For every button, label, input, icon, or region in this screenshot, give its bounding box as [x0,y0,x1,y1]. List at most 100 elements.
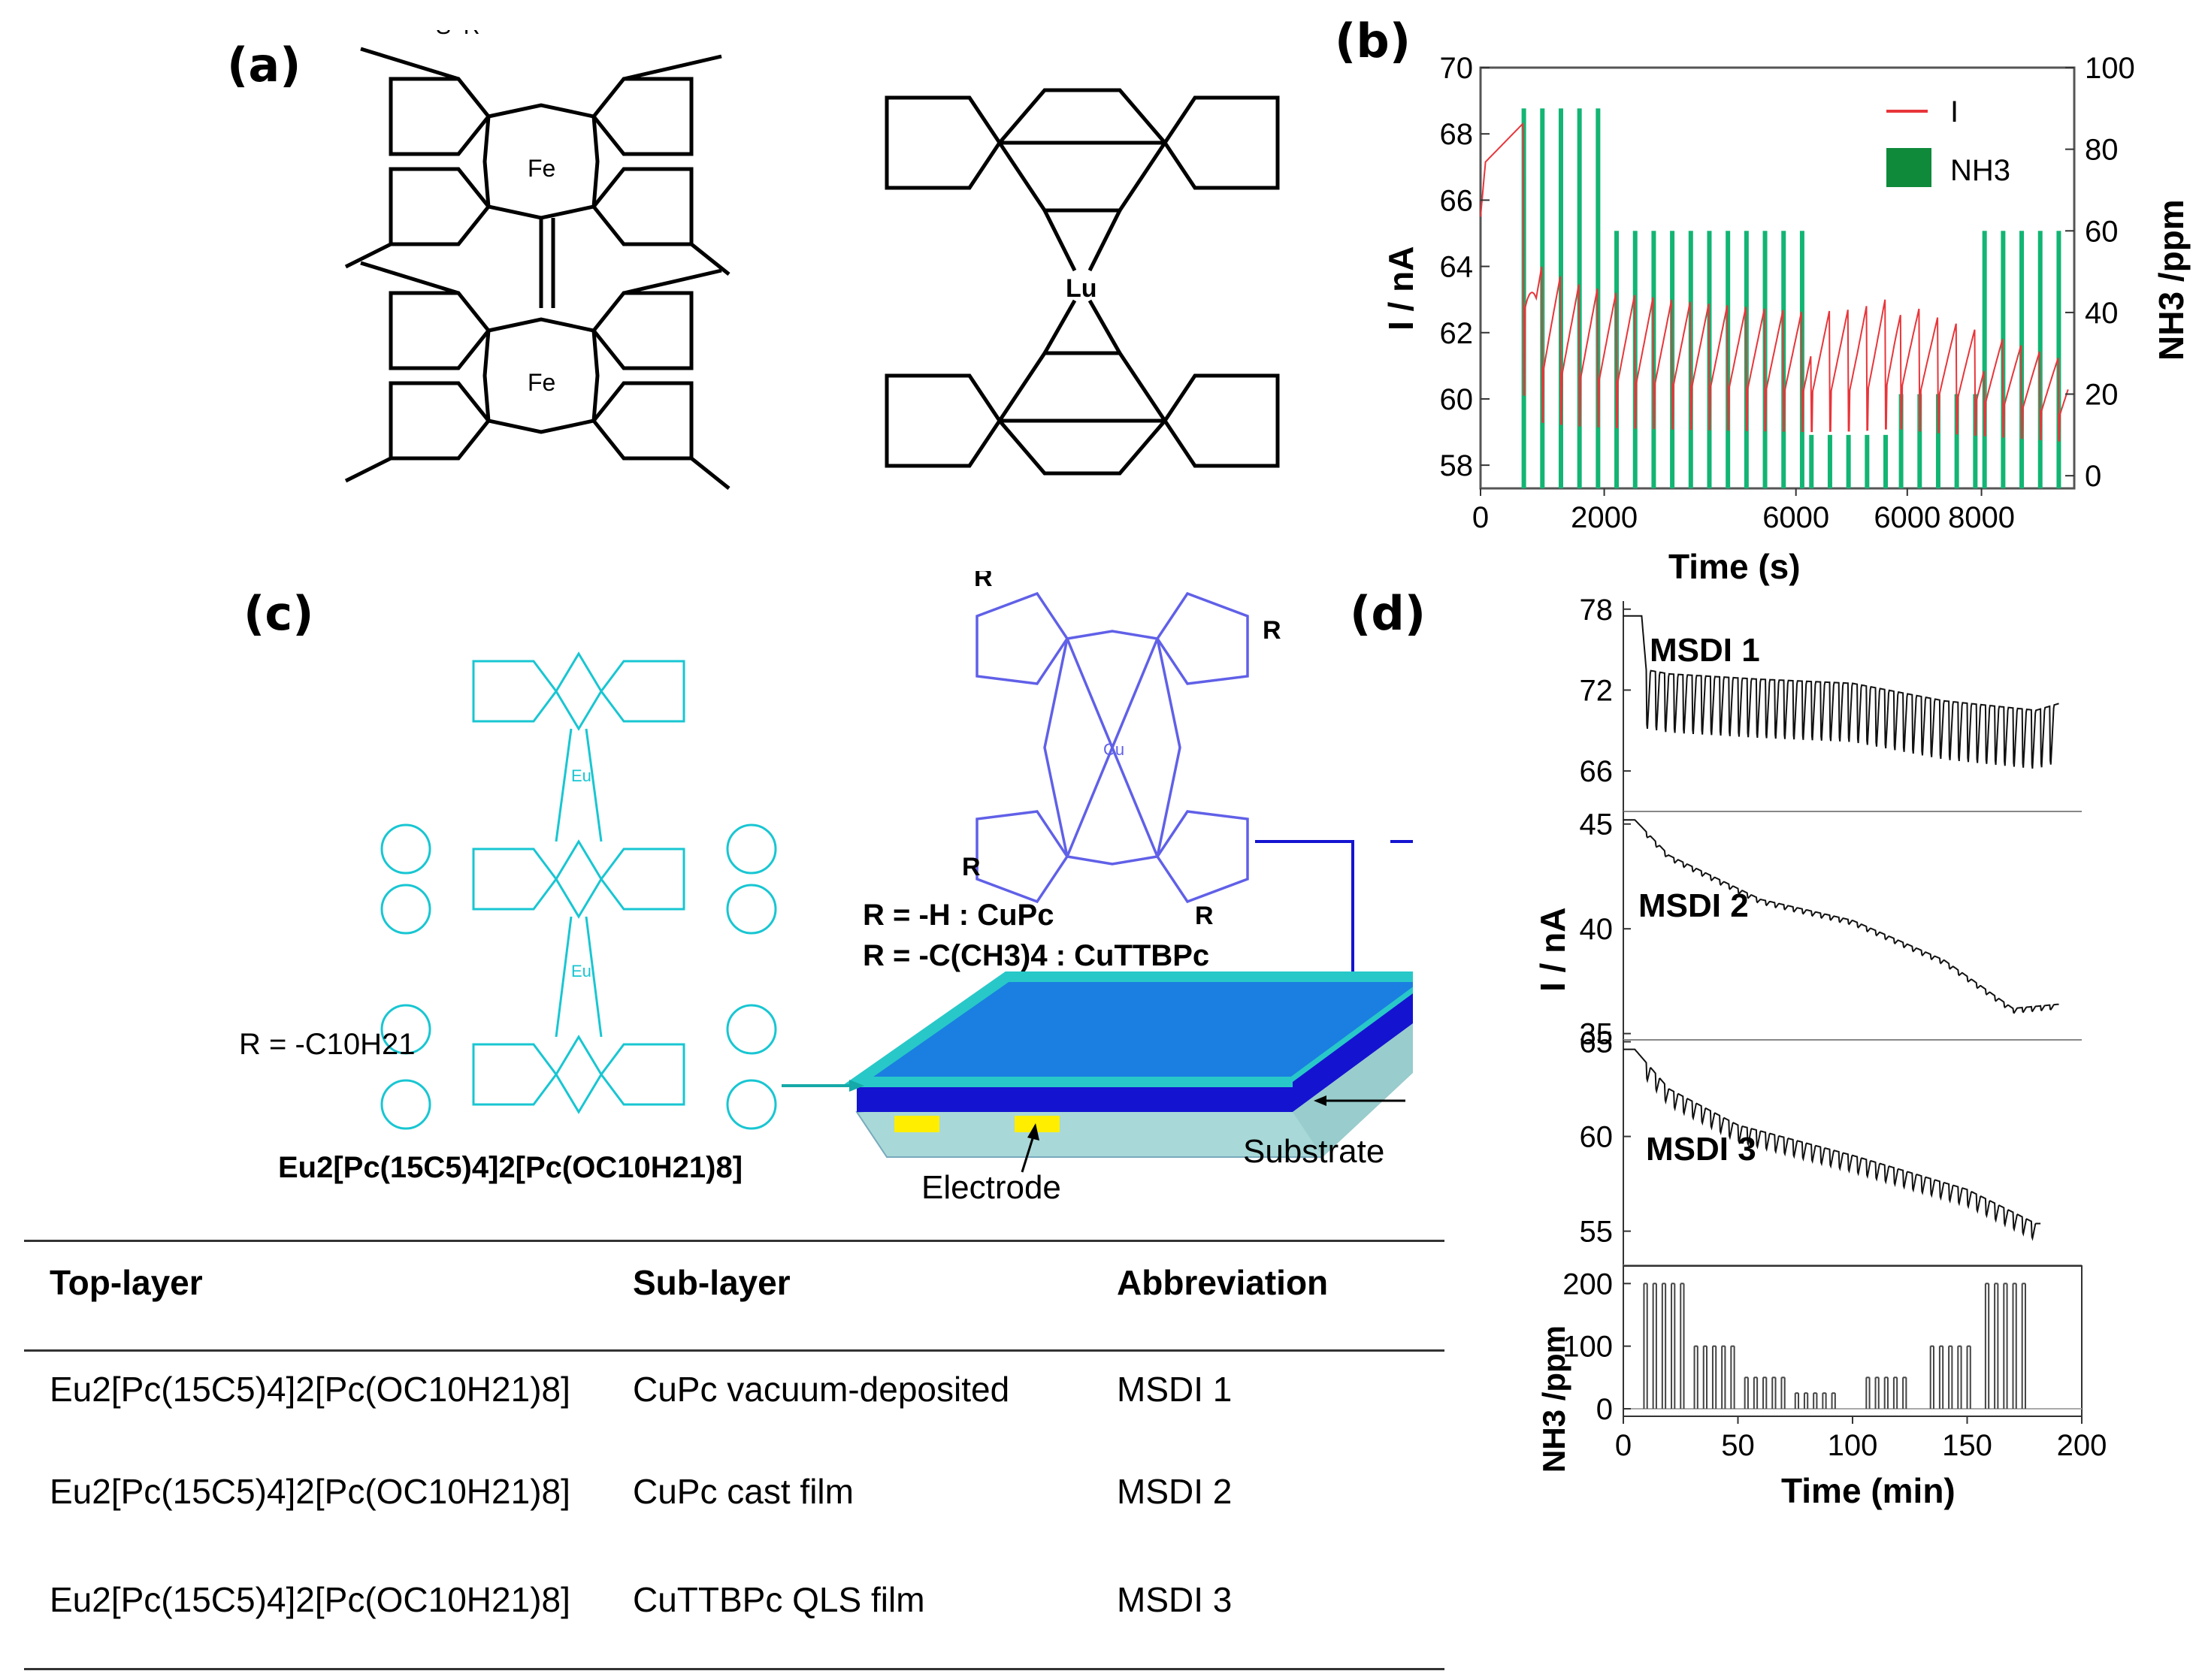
table-header-top-layer: Top-layer [50,1263,203,1302]
y-tick-label: 70 [1440,52,1474,85]
table-cell: MSDI 3 [1117,1580,1233,1619]
cupc-r-bottomleft: R [962,853,981,881]
chart-b-ylabel: I / nA [1381,246,1420,331]
legend-box-nh3 [1886,148,1931,187]
current-series-line [1480,122,2069,442]
y-tick-label: 62 [1440,317,1474,350]
panel-a-structures: Fe S–R Fe [344,30,1280,490]
y-tick-label: 45 [1580,808,1614,842]
fe-pc-bottom: Fe [344,261,730,490]
y-tick-label: 55 [1580,1216,1614,1249]
y-tick-label: 64 [1440,251,1474,284]
electrode-pad-2 [1015,1116,1060,1132]
table-header-abbreviation: Abbreviation [1117,1263,1329,1302]
y-tick-label: 66 [1580,755,1614,788]
subplot-label: MSDI 3 [1646,1131,1756,1168]
msdi-current-line [1623,1048,2041,1241]
legend-label-current: I [1950,95,1959,128]
y-tick-label: 60 [1580,1121,1614,1154]
table-cell: MSDI 1 [1117,1370,1233,1409]
fe-pc-dimer: Fe S–R Fe [344,30,730,490]
lu-pc-sandwich: Lu [885,88,1280,476]
electrode-arrow [1021,1135,1035,1173]
table-cell: CuPc cast film [633,1472,854,1511]
chart-b-frame [1479,66,2076,490]
cupc-definition-2: R = -C(CH3)4 : CuTTBPc [863,939,1210,972]
table-cell: CuPc vacuum-deposited [633,1370,1010,1409]
metal-eu-upper: Eu [571,766,591,785]
panel-label-d: (d) [1350,586,1426,641]
y-tick-label: 68 [1440,118,1474,151]
cupc-r-topright: R [1263,616,1281,645]
nh3-bar [1954,394,1959,488]
table-bottom-rule [24,1668,1444,1670]
chart-b-y2label: NH3 /ppm [2152,199,2191,361]
nh3-bar [1982,231,1987,488]
fe-pc-top: Fe S–R [344,30,730,276]
x-tick-label: 8000 [1948,501,2015,534]
x-tick-label: 100 [1828,1429,1878,1462]
y-tick-label: 200 [1562,1268,1613,1301]
panel-label-b: (b) [1335,14,1411,68]
x-tick-label: 0 [1615,1429,1632,1462]
x-tick-label: 6000 [1762,501,1829,534]
metal-fe-top: Fe [528,155,555,182]
y-tick-label: 72 [1580,674,1614,707]
device-top-layer [839,971,1413,1087]
y2-tick-label: 80 [2085,134,2119,167]
nh3-bar [1898,394,1904,488]
chart-d-nh3-ylabel: NH3 /ppm [1536,1325,1571,1473]
table-header-sub-layer: Sub-layer [633,1263,791,1302]
y-tick-label: 0 [1596,1393,1613,1426]
nh3-bar [1827,434,1832,488]
substrate-label: Substrate [1243,1133,1385,1170]
y2-tick-label: 100 [2085,52,2135,85]
metal-fe-bottom: Fe [528,369,555,396]
r-definition: R = -C10H21 [239,1028,416,1061]
cupc-definition-1: R = -H : CuPc [863,899,1054,932]
y-tick-label: 40 [1580,913,1614,946]
y-tick-label: 60 [1440,383,1474,416]
compound-label: Eu2[Pc(15C5)4]2[Pc(OC10H21)8] [278,1151,743,1184]
x-tick-label: 50 [1721,1429,1755,1462]
y2-tick-label: 40 [2085,297,2119,330]
x-tick-label: 150 [1942,1429,1992,1462]
chart-d-xlabel: Time (min) [1781,1471,1956,1510]
subplot-label: MSDI 2 [1638,887,1749,924]
panel-label-a: (a) [227,38,301,92]
table-cell: Eu2[Pc(15C5)4]2[Pc(OC10H21)8] [50,1370,570,1409]
table-cell: Eu2[Pc(15C5)4]2[Pc(OC10H21)8] [50,1472,570,1511]
table-header-rule [24,1349,1444,1352]
y-tick-label: 100 [1562,1331,1613,1364]
x-tick-label: 200 [2057,1429,2107,1462]
y-tick-label: 35 [1580,1018,1614,1051]
y2-tick-label: 60 [2085,215,2119,248]
nh3-bar [1973,394,1978,488]
panel-label-c: (c) [243,586,314,641]
nh3-bar [1846,434,1851,488]
x-tick-label: 2000 [1571,501,1638,534]
y-tick-label: 66 [1440,184,1474,217]
electrode-pad-1 [894,1116,939,1132]
substituent-sr: S–R [436,30,479,39]
cupc-structure: R R R R Cu [962,571,1281,924]
x-tick-label: 0 [1472,501,1489,534]
subplot-label: MSDI 1 [1650,632,1760,669]
nh3-bar [1809,434,1814,488]
y2-tick-label: 0 [2085,460,2101,493]
table-cell: MSDI 2 [1117,1472,1233,1511]
cupc-r-bottomright: R [1195,902,1214,924]
eu-triple-decker-structure: Eu Eu [380,651,777,1130]
electrode-label: Electrode [921,1169,1061,1206]
chart-d-ylabel: I / nA [1533,908,1572,992]
table-cell: Eu2[Pc(15C5)4]2[Pc(OC10H21)8] [50,1580,570,1619]
x-tick-label: 6000 [1874,501,1940,534]
legend-label-nh3: NH3 [1950,154,2010,187]
table-cell: CuTTBPc QLS film [633,1580,925,1619]
cupc-metal: Cu [1103,740,1124,759]
y-tick-label: 58 [1440,449,1474,482]
nh3-bar [1917,394,1922,488]
nh3-bar [1935,394,1940,488]
